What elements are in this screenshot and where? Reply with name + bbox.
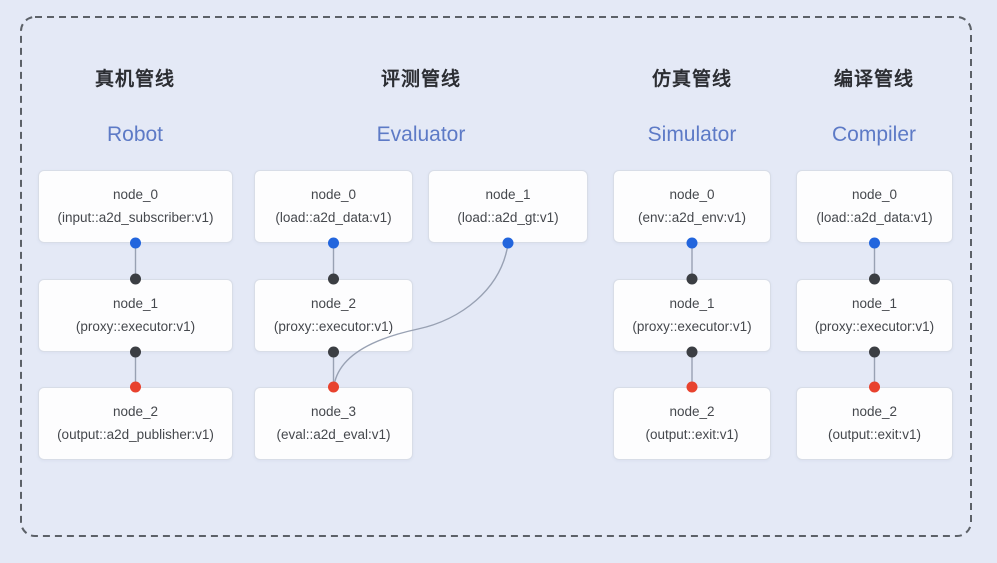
node-spec: (output::exit:v1)	[827, 427, 922, 442]
node-box-simulator-node_1: node_1 (proxy::executor:v1)	[613, 279, 771, 352]
node-box-robot-node_0: node_0 (input::a2d_subscriber:v1)	[38, 170, 233, 243]
node-name: node_1	[669, 296, 715, 312]
node-name: node_0	[310, 187, 357, 203]
node-spec: (load::a2d_gt:v1)	[457, 210, 559, 225]
node-name: node_2	[310, 296, 357, 312]
node-box-evaluator-node_0: node_0 (load::a2d_data:v1)	[254, 170, 413, 243]
node-name: node_1	[485, 187, 531, 203]
node-box-compiler-node_0: node_0 (load::a2d_data:v1)	[796, 170, 953, 243]
pipeline-title-en-simulator: Simulator	[647, 123, 737, 146]
node-box-evaluator-node_3: node_3 (eval::a2d_eval:v1)	[254, 387, 413, 460]
pipeline-title-en-robot: Robot	[106, 123, 164, 146]
node-box-simulator-node_0: node_0 (env::a2d_env:v1)	[613, 170, 771, 243]
node-spec: (env::a2d_env:v1)	[637, 210, 747, 225]
node-name: node_2	[851, 404, 898, 420]
node-spec: (output::exit:v1)	[645, 427, 739, 442]
node-spec: (eval::a2d_eval:v1)	[276, 427, 391, 442]
node-box-robot-node_1: node_1 (proxy::executor:v1)	[38, 279, 233, 352]
node-box-simulator-node_2: node_2 (output::exit:v1)	[613, 387, 771, 460]
node-name: node_0	[112, 187, 159, 203]
node-name: node_1	[112, 296, 159, 312]
pipeline-title-zh-compiler: 编译管线	[833, 69, 914, 90]
node-box-compiler-node_1: node_1 (proxy::executor:v1)	[796, 279, 953, 352]
pipeline-title-en-compiler: Compiler	[831, 123, 917, 146]
node-name: node_0	[669, 187, 715, 203]
pipeline-title-en-evaluator: Evaluator	[376, 123, 466, 146]
pipeline-title-zh-simulator: 仿真管线	[651, 69, 732, 90]
node-name: node_2	[669, 404, 715, 420]
node-spec: (input::a2d_subscriber:v1)	[57, 210, 214, 225]
pipeline-title-zh-robot: 真机管线	[94, 69, 175, 90]
node-name: node_2	[112, 404, 159, 420]
node-spec: (proxy::executor:v1)	[75, 319, 196, 334]
node-box-robot-node_2: node_2 (output::a2d_publisher:v1)	[38, 387, 233, 460]
node-spec: (proxy::executor:v1)	[273, 319, 394, 334]
node-spec: (proxy::executor:v1)	[632, 319, 752, 334]
node-name: node_0	[851, 187, 898, 203]
pipeline-title-zh-evaluator: 评测管线	[380, 69, 461, 90]
node-name: node_3	[310, 404, 357, 420]
node-box-compiler-node_2: node_2 (output::exit:v1)	[796, 387, 953, 460]
node-spec: (output::a2d_publisher:v1)	[57, 427, 214, 442]
node-name: node_1	[851, 296, 898, 312]
node-spec: (load::a2d_data:v1)	[816, 210, 933, 225]
node-spec: (load::a2d_data:v1)	[275, 210, 392, 225]
node-box-evaluator-node_1: node_1 (load::a2d_gt:v1)	[428, 170, 588, 243]
node-box-evaluator-node_2: node_2 (proxy::executor:v1)	[254, 279, 413, 352]
node-spec: (proxy::executor:v1)	[814, 319, 935, 334]
